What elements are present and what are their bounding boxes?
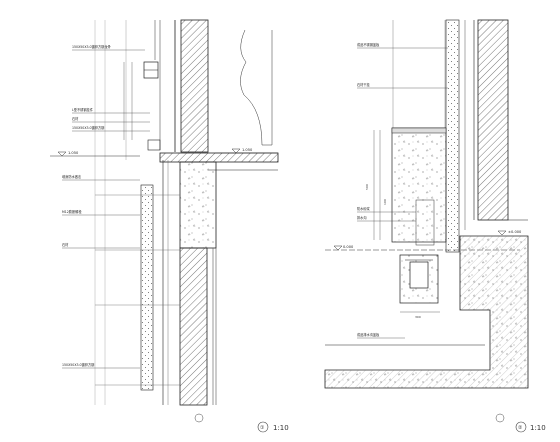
stone-cladding-2: [445, 19, 460, 253]
note-2-2: 石材干挂: [357, 82, 371, 87]
note-2-5: 成品排水沟盖板: [357, 332, 380, 337]
note-2-4: 排水沟: [357, 215, 367, 220]
anchor-frame: [415, 199, 435, 246]
detail-scale-1: 1:10: [273, 424, 289, 432]
concrete-block: [391, 127, 447, 243]
detail-number-2: ②: [518, 425, 523, 431]
drain-channel-opening: [409, 261, 429, 289]
stone-cladding-lower: [140, 184, 154, 391]
level-mark: [231, 148, 241, 154]
note-3: 石材: [72, 116, 79, 121]
steel-bracket: [147, 139, 161, 151]
foundation-hatch: [325, 236, 528, 388]
note-4: 150X50X3.0镀锌方钢: [72, 125, 104, 130]
level-label-right: 1.050: [242, 148, 253, 152]
coping: [391, 127, 447, 134]
section-marker-1: [194, 413, 204, 423]
dim-label-300: 300: [415, 315, 421, 319]
dim-label-100: 100: [383, 199, 387, 205]
detail-number-circle-2: [515, 421, 527, 433]
concrete-column: [179, 161, 217, 249]
dim-label-500: 500: [365, 184, 369, 190]
note-2-1: 成品不锈钢盖板: [357, 42, 380, 47]
level-mark: [57, 151, 67, 157]
note-8: 150X50X3.0镀锌方钢: [62, 362, 94, 367]
note-5: 墙身防水做法: [62, 174, 81, 179]
level-label-2b: ±0.000: [508, 230, 522, 234]
note-1: 150X50X3.0镀锌方钢龙骨: [72, 44, 111, 49]
detail-1: 150X50X3.0镀锌方钢龙骨 L型不锈钢挂件 石材 150X50X3.0镀锌…: [50, 19, 289, 433]
note-7: 石材: [62, 242, 69, 247]
level-mark-2: [333, 245, 343, 251]
upper-wall-hatch: [180, 19, 209, 153]
note-2: L型不锈钢挂件: [72, 107, 94, 112]
detail-number-1: ①: [260, 425, 265, 431]
level-label-left: 1.050: [68, 151, 79, 155]
lower-wall-hatch: [179, 247, 208, 406]
detail-2: 成品不锈钢盖板 石材干挂 防水砂浆 排水沟 成品排水沟盖板 0.000 ±0.0…: [324, 19, 546, 433]
section-marker-2: [495, 413, 505, 423]
detail-number-circle-1: [257, 421, 269, 433]
note-2-3: 防水砂浆: [357, 206, 371, 211]
level-label-2a: 0.000: [343, 245, 354, 249]
level-mark-2: [497, 230, 507, 236]
upper-wall-hatch-2: [477, 19, 509, 221]
note-6: M12膨胀螺栓: [62, 209, 82, 214]
break-line: [240, 29, 273, 146]
floor-slab: [159, 152, 279, 163]
detail-scale-2: 1:10: [530, 424, 546, 432]
